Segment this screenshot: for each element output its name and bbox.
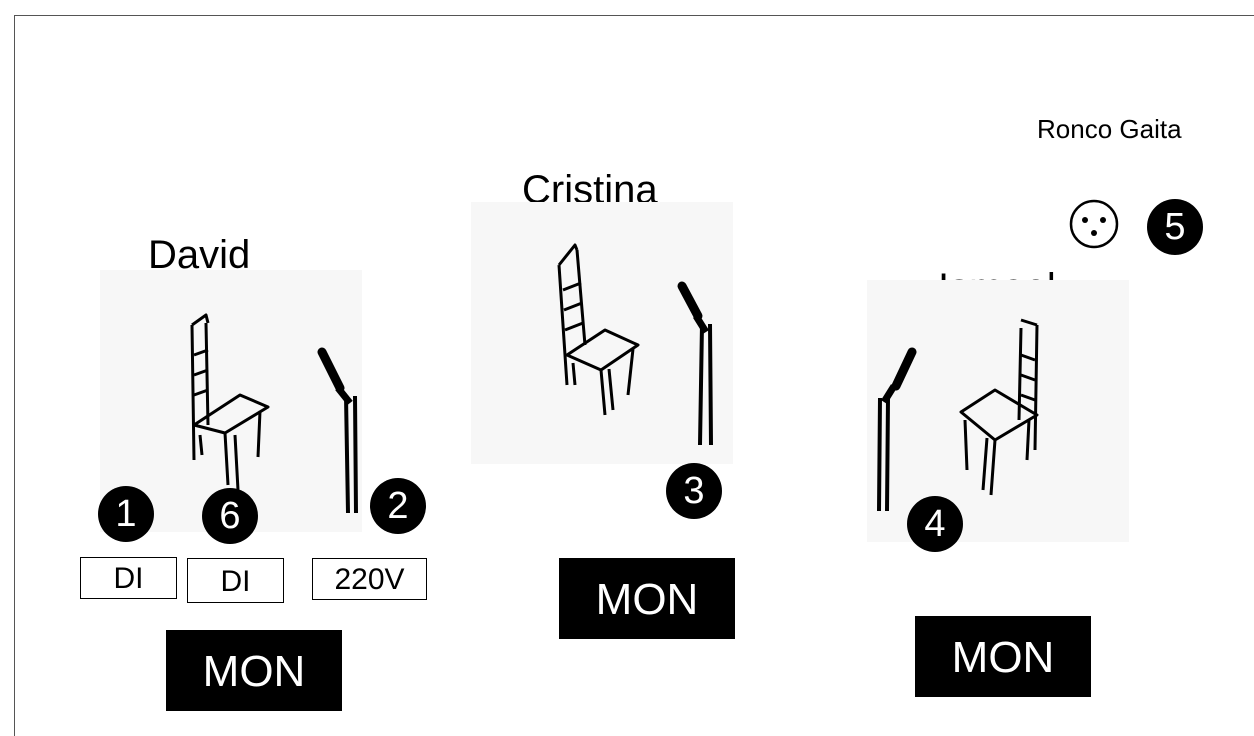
chair-icon: [190, 313, 270, 491]
monitor-ismael: MON: [915, 616, 1091, 697]
monitor-cristina: MON: [559, 558, 735, 639]
stage-plot-page: [14, 15, 1254, 736]
monitor-david: MON: [166, 630, 342, 711]
microphone-stand-icon: [317, 347, 358, 514]
chair-icon: [959, 318, 1039, 496]
channel-badge-1: 1: [98, 486, 154, 542]
chair-icon: [557, 243, 640, 416]
xlr-connector-icon: [1069, 199, 1119, 249]
ronco-gaita-label: Ronco Gaita: [1037, 114, 1182, 144]
di-box-2: DI: [187, 558, 284, 603]
channel-badge-5: 5: [1147, 199, 1203, 255]
ismael-position-illustration: [867, 280, 1129, 542]
musician-name-david: David: [148, 233, 251, 277]
channel-badge-6: 6: [202, 488, 258, 544]
microphone-stand-icon: [677, 281, 713, 446]
channel-badge-2: 2: [370, 478, 426, 534]
power-220v-box: 220V: [312, 558, 427, 600]
channel-badge-3: 3: [666, 463, 722, 519]
di-box-1: DI: [80, 557, 177, 599]
microphone-stand-icon: [877, 347, 917, 512]
channel-badge-4: 4: [907, 496, 963, 552]
